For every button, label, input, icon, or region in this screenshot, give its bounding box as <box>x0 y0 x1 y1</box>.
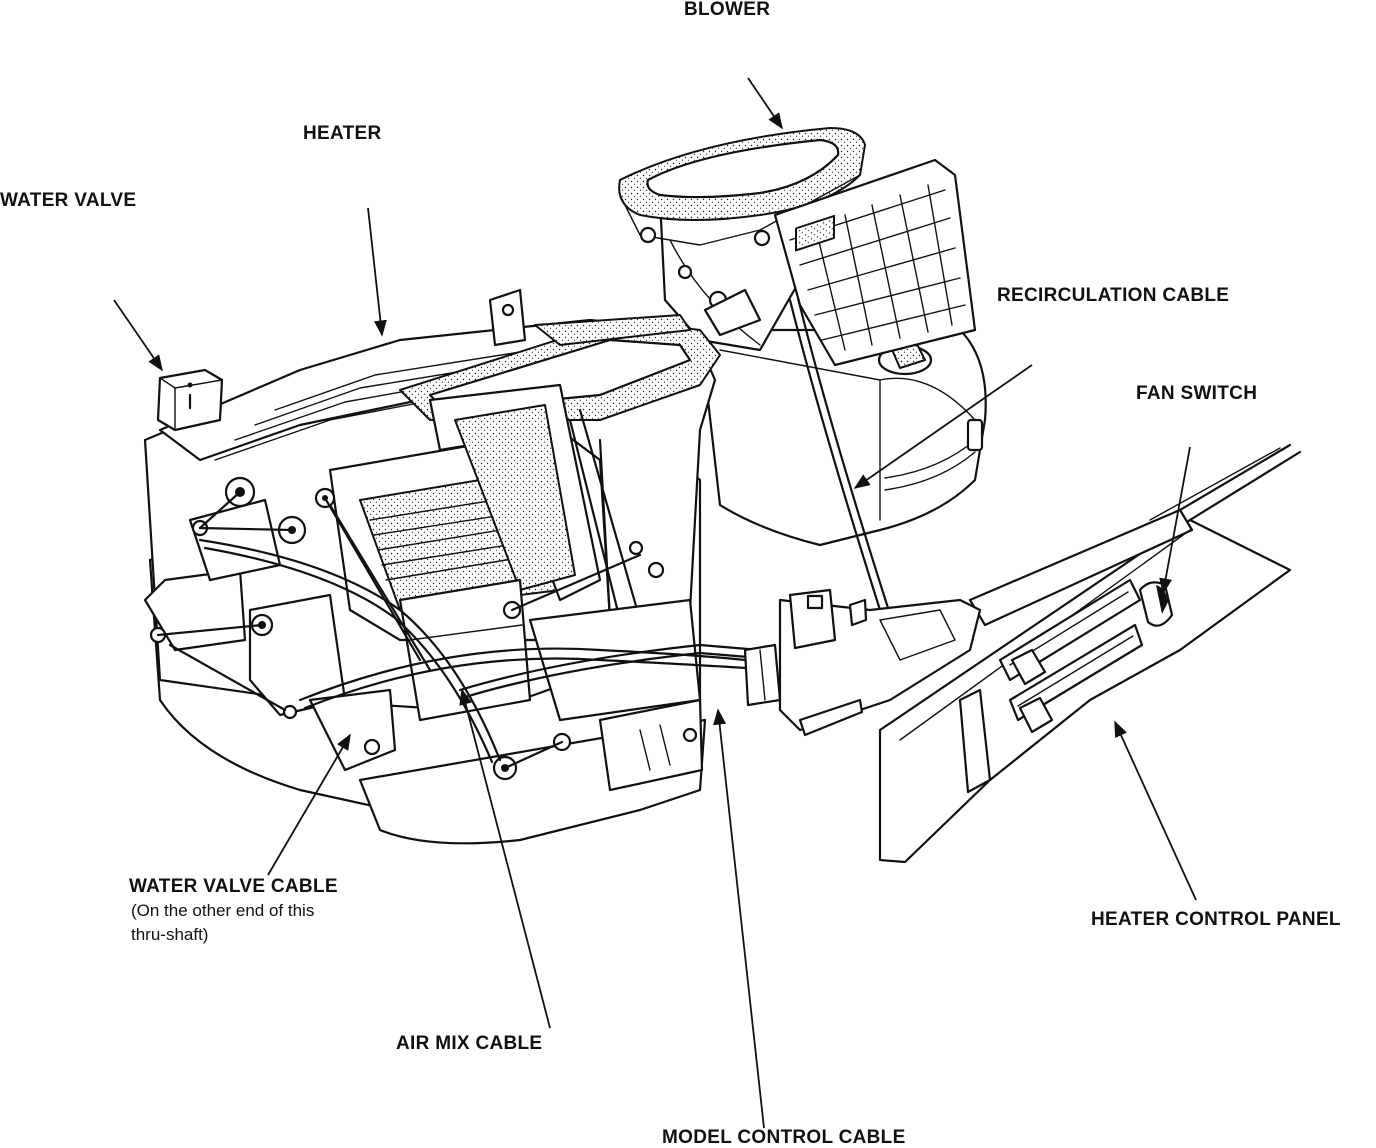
leader-heater-control-panel <box>1114 720 1197 901</box>
leader-air-mix-cable <box>459 688 551 1029</box>
leader-fan-switch <box>1159 446 1191 595</box>
label-water-valve-cable: WATER VALVE CABLE <box>129 876 338 897</box>
label-water-valve-cable-note-1: (On the other end of this <box>131 901 315 920</box>
label-recirculation-cable: RECIRCULATION CABLE <box>997 285 1230 306</box>
leader-model-control-cable <box>713 708 765 1129</box>
control-cables <box>198 296 890 764</box>
leader-water-valve <box>113 299 163 372</box>
label-blower: BLOWER <box>684 0 771 20</box>
heater-case <box>143 288 721 845</box>
label-water-valve-cable-note-2: thru-shaft) <box>131 925 209 944</box>
label-air-mix-cable: AIR MIX CABLE <box>396 1033 543 1054</box>
blower-unit <box>618 127 987 547</box>
label-heater: HEATER <box>303 123 382 144</box>
linkage-details <box>149 476 698 781</box>
leader-heater <box>367 207 387 337</box>
leader-lines <box>113 77 1197 1129</box>
water-valve <box>156 368 224 432</box>
label-model-control-cable: MODEL CONTROL CABLE <box>662 1127 906 1148</box>
leader-recirculation-cable <box>853 364 1033 489</box>
label-heater-control-panel: HEATER CONTROL PANEL <box>1091 909 1341 930</box>
leader-water-valve-cable <box>267 733 351 876</box>
label-fan-switch: FAN SWITCH <box>1136 383 1258 404</box>
label-water-valve: WATER VALVE <box>0 190 137 211</box>
leader-blower <box>747 77 783 130</box>
heater-control-panel <box>743 443 1302 864</box>
